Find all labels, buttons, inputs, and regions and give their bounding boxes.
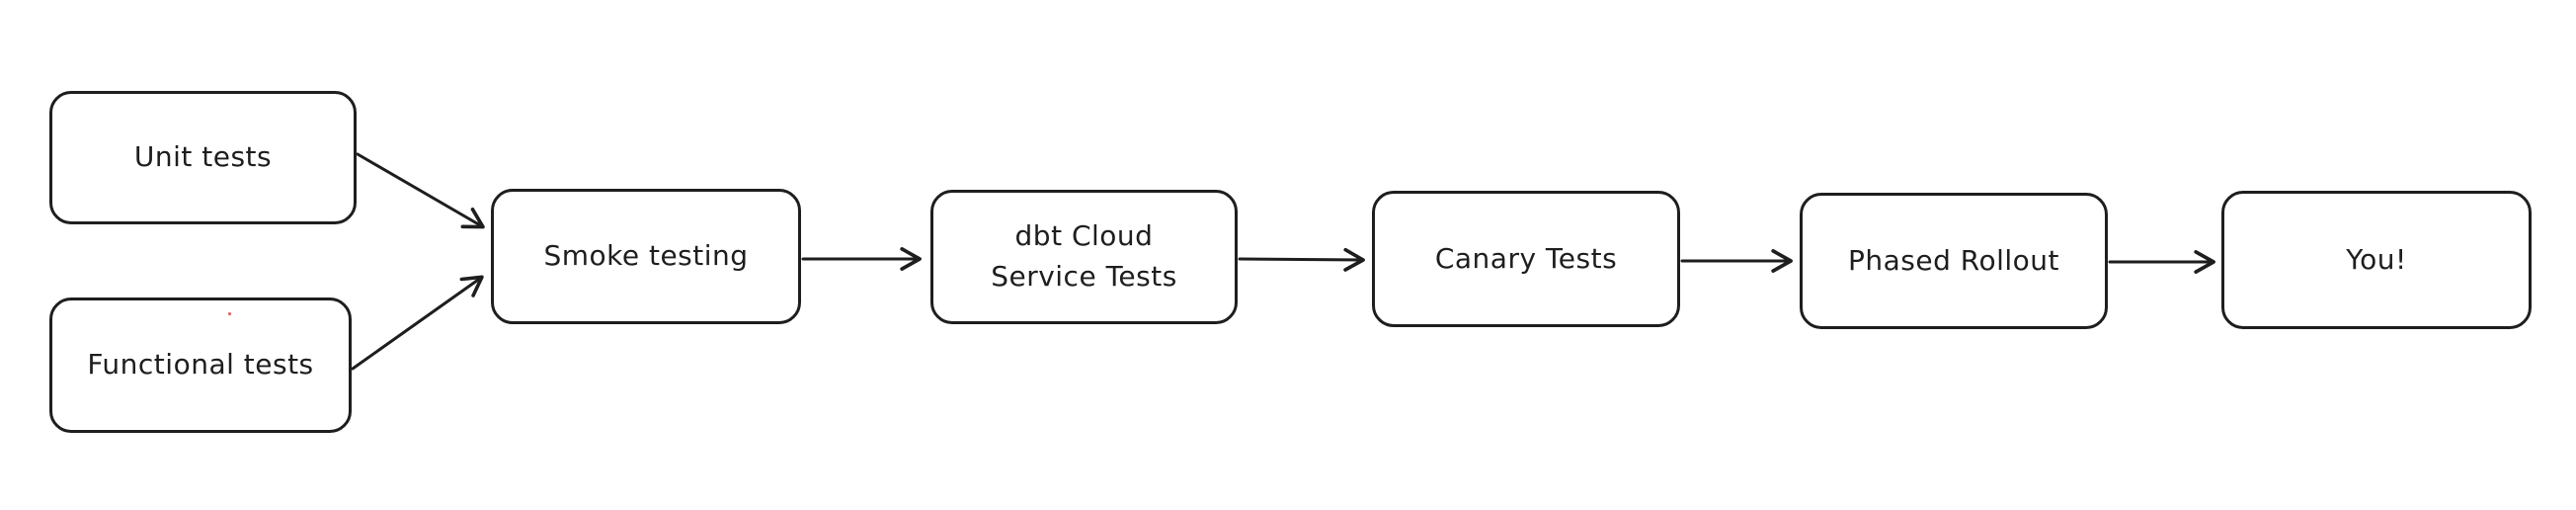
node-smoke-testing[interactable]: Smoke testing (491, 189, 801, 324)
node-unit-tests-label: Unit tests (133, 140, 273, 174)
node-phased-rollout[interactable]: Phased Rollout (1800, 193, 2108, 329)
arrow-unit-tests-to-smoke-testing[interactable] (356, 152, 485, 229)
arrow-functional-tests-to-smoke-testing[interactable] (351, 275, 484, 371)
arrow-dbt-cloud-service-tests-to-canary-tests[interactable] (1238, 247, 1365, 272)
node-canary-tests-label: Canary Tests (1434, 241, 1618, 275)
node-dbt-cloud-service-tests[interactable]: dbt Cloud Service Tests (930, 190, 1238, 324)
node-you-label: You! (2346, 242, 2407, 276)
node-functional-tests[interactable]: Functional tests (49, 298, 352, 433)
node-phased-rollout-label: Phased Rollout (1847, 243, 2060, 277)
stray-red-pixel-artifact (228, 312, 231, 315)
node-smoke-testing-label: Smoke testing (543, 239, 749, 273)
node-dbt-cloud-service-tests-label: dbt Cloud Service Tests (991, 219, 1177, 293)
node-unit-tests[interactable]: Unit tests (49, 91, 357, 224)
node-functional-tests-label: Functional tests (87, 348, 314, 382)
node-you[interactable]: You! (2221, 191, 2532, 329)
node-canary-tests[interactable]: Canary Tests (1372, 191, 1680, 327)
